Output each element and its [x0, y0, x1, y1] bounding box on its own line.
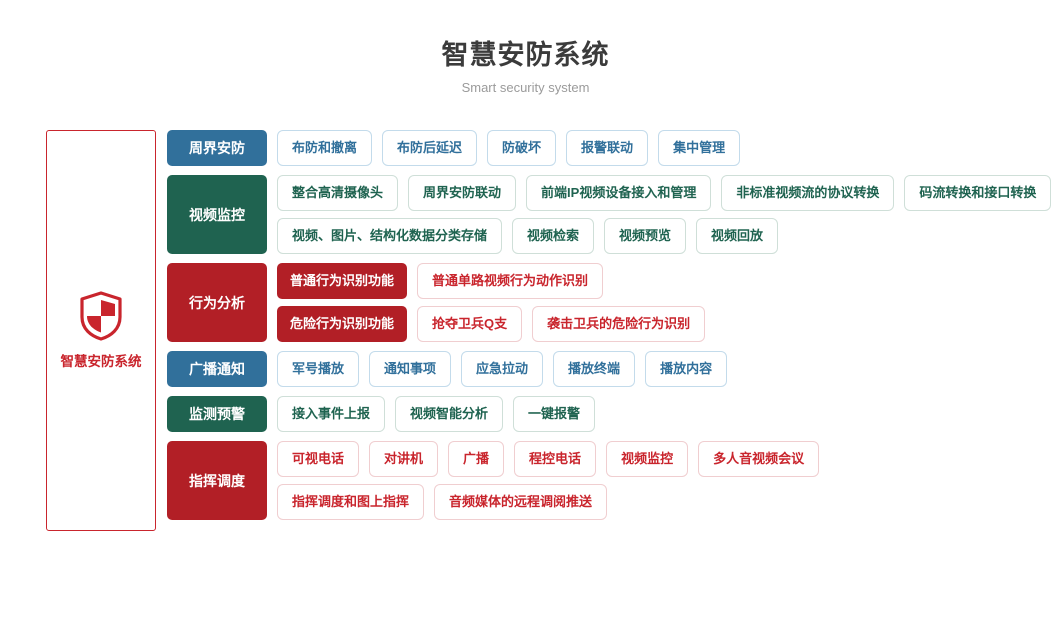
category-row: 指挥调度可视电话对讲机广播程控电话视频监控多人音视频会议指挥调度和图上指挥音频媒… — [167, 441, 1051, 520]
feature-chip[interactable]: 周界安防联动 — [408, 175, 517, 211]
feature-chip[interactable]: 通知事项 — [369, 351, 452, 387]
category-label-2[interactable]: 行为分析 — [167, 263, 267, 342]
feature-chip[interactable]: 袭击卫兵的危险行为识别 — [532, 306, 706, 342]
category-label-3[interactable]: 广播通知 — [167, 351, 267, 387]
feature-chip[interactable]: 视频、图片、结构化数据分类存储 — [277, 218, 503, 254]
feature-line: 整合高清摄像头周界安防联动前端IP视频设备接入和管理非标准视频流的协议转换码流转… — [277, 175, 1051, 211]
category-rows: 周界安防布防和撤离布防后延迟防破坏报警联动集中管理视频监控整合高清摄像头周界安防… — [167, 130, 1051, 520]
feature-chip[interactable]: 视频检索 — [512, 218, 595, 254]
feature-line: 可视电话对讲机广播程控电话视频监控多人音视频会议 — [277, 441, 1051, 477]
feature-chip[interactable]: 播放终端 — [553, 351, 636, 387]
feature-line: 指挥调度和图上指挥音频媒体的远程调阅推送 — [277, 484, 1051, 520]
feature-group-label[interactable]: 危险行为识别功能 — [277, 306, 408, 342]
feature-lines: 军号播放通知事项应急拉动播放终端播放内容 — [277, 351, 1051, 387]
feature-chip[interactable]: 整合高清摄像头 — [277, 175, 399, 211]
feature-chip[interactable]: 防破坏 — [487, 130, 557, 166]
feature-chip[interactable]: 应急拉动 — [461, 351, 544, 387]
feature-chip[interactable]: 多人音视频会议 — [698, 441, 820, 477]
feature-lines: 普通行为识别功能普通单路视频行为动作识别危险行为识别功能抢夺卫兵Q支袭击卫兵的危… — [277, 263, 1051, 342]
feature-chip[interactable]: 接入事件上报 — [277, 396, 386, 432]
category-row: 行为分析普通行为识别功能普通单路视频行为动作识别危险行为识别功能抢夺卫兵Q支袭击… — [167, 263, 1051, 342]
category-row: 广播通知军号播放通知事项应急拉动播放终端播放内容 — [167, 351, 1051, 387]
feature-chip[interactable]: 程控电话 — [514, 441, 597, 477]
category-row: 视频监控整合高清摄像头周界安防联动前端IP视频设备接入和管理非标准视频流的协议转… — [167, 175, 1051, 254]
page-header: 智慧安防系统 Smart security system — [0, 0, 1051, 96]
feature-group-label[interactable]: 普通行为识别功能 — [277, 263, 408, 299]
category-label-1[interactable]: 视频监控 — [167, 175, 267, 254]
feature-chip[interactable]: 布防后延迟 — [382, 130, 478, 166]
shield-icon — [78, 291, 124, 341]
feature-chip[interactable]: 可视电话 — [277, 441, 360, 477]
category-label-4[interactable]: 监测预警 — [167, 396, 267, 432]
feature-line: 布防和撤离布防后延迟防破坏报警联动集中管理 — [277, 130, 1051, 166]
feature-line: 视频、图片、结构化数据分类存储视频检索视频预览视频回放 — [277, 218, 1051, 254]
page-title: 智慧安防系统 — [441, 40, 610, 70]
feature-chip[interactable]: 抢夺卫兵Q支 — [417, 306, 523, 342]
feature-lines: 布防和撤离布防后延迟防破坏报警联动集中管理 — [277, 130, 1051, 166]
feature-chip[interactable]: 视频回放 — [696, 218, 779, 254]
feature-chip[interactable]: 一键报警 — [513, 396, 596, 432]
feature-chip[interactable]: 军号播放 — [277, 351, 360, 387]
feature-chip[interactable]: 非标准视频流的协议转换 — [721, 175, 895, 211]
feature-chip[interactable]: 视频监控 — [606, 441, 689, 477]
category-row: 周界安防布防和撤离布防后延迟防破坏报警联动集中管理 — [167, 130, 1051, 166]
feature-chip[interactable]: 广播 — [448, 441, 505, 477]
category-row: 监测预警接入事件上报视频智能分析一键报警 — [167, 396, 1051, 432]
feature-chip[interactable]: 集中管理 — [658, 130, 741, 166]
category-label-0[interactable]: 周界安防 — [167, 130, 267, 166]
feature-chip[interactable]: 前端IP视频设备接入和管理 — [526, 175, 712, 211]
feature-line: 接入事件上报视频智能分析一键报警 — [277, 396, 1051, 432]
brand-panel: 智慧安防系统 — [46, 130, 156, 531]
feature-chip[interactable]: 报警联动 — [566, 130, 649, 166]
feature-chip[interactable]: 播放内容 — [645, 351, 728, 387]
feature-chip[interactable]: 对讲机 — [369, 441, 439, 477]
feature-lines: 可视电话对讲机广播程控电话视频监控多人音视频会议指挥调度和图上指挥音频媒体的远程… — [277, 441, 1051, 520]
feature-chip[interactable]: 视频预览 — [604, 218, 687, 254]
feature-line: 危险行为识别功能抢夺卫兵Q支袭击卫兵的危险行为识别 — [277, 306, 1051, 342]
capability-board: 智慧安防系统 周界安防布防和撤离布防后延迟防破坏报警联动集中管理视频监控整合高清… — [46, 130, 1051, 531]
feature-chip[interactable]: 码流转换和接口转换 — [904, 175, 1051, 211]
feature-line: 军号播放通知事项应急拉动播放终端播放内容 — [277, 351, 1051, 387]
feature-chip[interactable]: 布防和撤离 — [277, 130, 373, 166]
category-label-5[interactable]: 指挥调度 — [167, 441, 267, 520]
feature-chip[interactable]: 指挥调度和图上指挥 — [277, 484, 425, 520]
feature-lines: 整合高清摄像头周界安防联动前端IP视频设备接入和管理非标准视频流的协议转换码流转… — [277, 175, 1051, 254]
feature-chip[interactable]: 普通单路视频行为动作识别 — [417, 263, 604, 299]
feature-chip[interactable]: 音频媒体的远程调阅推送 — [434, 484, 608, 520]
feature-chip[interactable]: 视频智能分析 — [395, 396, 504, 432]
feature-lines: 接入事件上报视频智能分析一键报警 — [277, 396, 1051, 432]
brand-label: 智慧安防系统 — [60, 354, 142, 369]
page-subtitle: Smart security system — [461, 80, 590, 95]
feature-line: 普通行为识别功能普通单路视频行为动作识别 — [277, 263, 1051, 299]
